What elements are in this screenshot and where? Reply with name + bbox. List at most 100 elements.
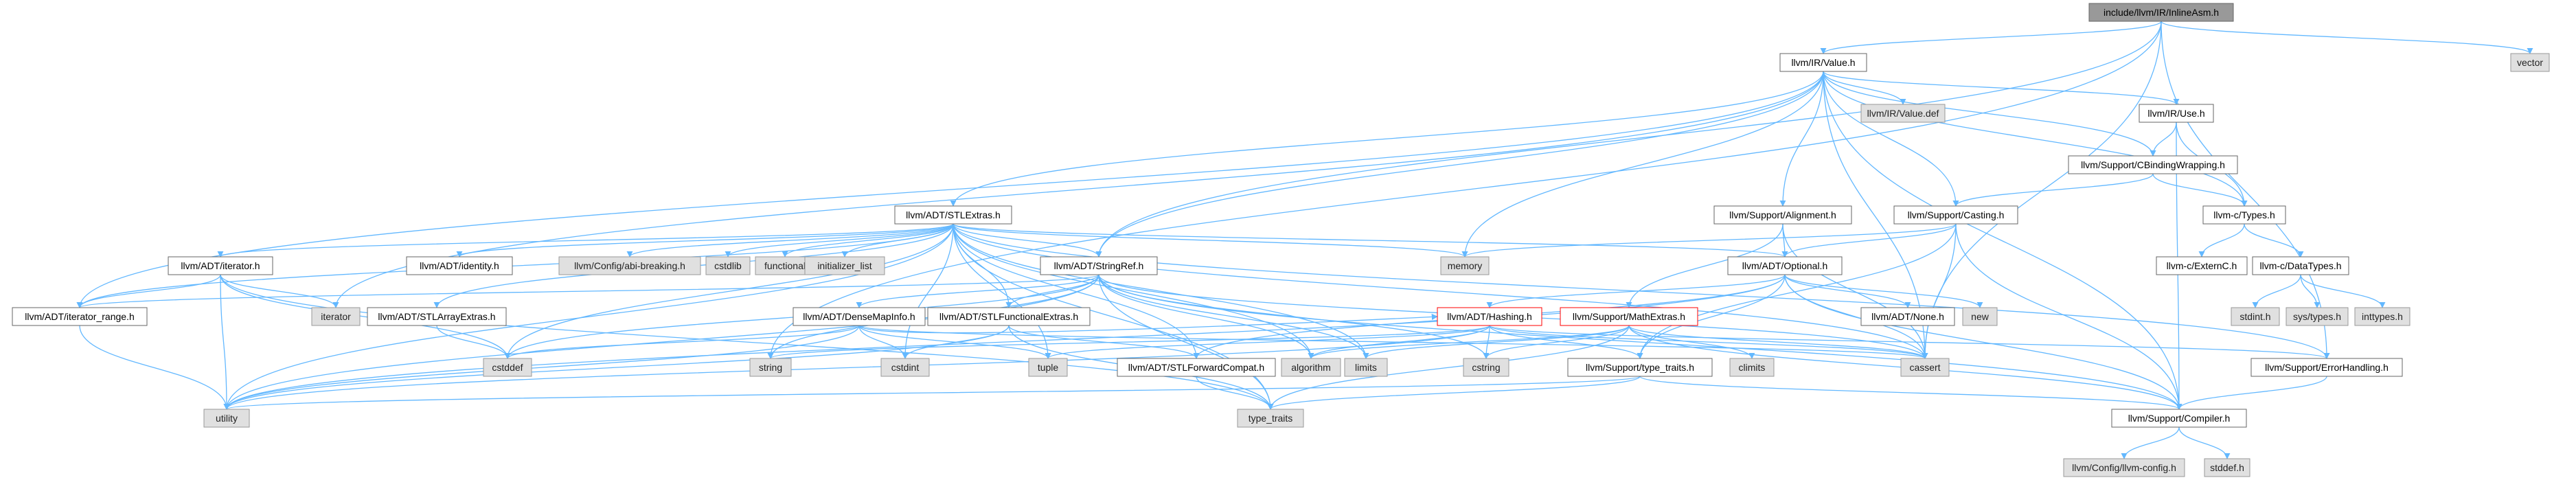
edge-type_traits_h-to-compiler [1639,376,2182,410]
node-inline-asm[interactable]: include/llvm/IR/InlineAsm.h [2088,3,2234,22]
edge-stringref-to-algorithm [1098,274,1314,359]
edge-adt_iterator-to-type_traits [220,274,1274,410]
edge-value-to-stringref [1095,71,1824,258]
node-label: llvm/Support/ErrorHandling.h [2265,362,2389,373]
node-box [880,358,930,377]
node-use[interactable]: llvm/IR/Use.h [2139,104,2214,123]
edge-datatypes-to-inttypes [2300,274,2386,308]
edge-cbinding-to-casting [1952,173,2154,207]
node-stringref[interactable]: llvm/ADT/StringRef.h [1040,256,1158,275]
edge-value-to-memory [1461,71,1824,258]
node-stlextras[interactable]: llvm/ADT/STLExtras.h [894,205,1012,225]
edge-datatypes-to-systypes [2300,274,2321,308]
edge-densemapinfo-to-tuple [858,325,1051,359]
edge-type_traits_h-to-type_traits [1267,376,1641,410]
node-box [894,205,1012,225]
node-systypes: sys/types.h [2286,307,2349,326]
edge-stlextras-to-stringref [953,223,1102,258]
node-box [203,409,250,428]
edge-densemapinfo-to-cassert [858,325,1928,359]
node-stlforward[interactable]: llvm/ADT/STLForwardCompat.h [1117,358,1276,377]
node-box [406,256,513,275]
node-box [1893,205,2018,225]
node-label: new [1971,311,1990,322]
node-stddef: stddef.h [2204,458,2250,477]
node-compiler[interactable]: llvm/Support/Compiler.h [2111,409,2247,428]
edge-mathextras-to-limits [1363,325,1630,359]
node-vector: vector [2510,53,2550,72]
edge-stlextras-to-adt_iterator [217,223,954,258]
node-label: llvm/ADT/STLArrayExtras.h [378,311,495,322]
node-ctypes[interactable]: llvm-c/Types.h [2202,205,2286,225]
node-iterator-range[interactable]: llvm/ADT/iterator_range.h [12,307,148,326]
edge-optional-to-utility [223,274,1786,410]
node-box [1727,256,1843,275]
edge-mathextras-to-climits [1628,325,1755,359]
node-optional[interactable]: llvm/ADT/Optional.h [1727,256,1843,275]
edge-compiler-to-llvm_config [2121,426,2180,459]
node-label: llvm/Config/abi-breaking.h [574,260,685,271]
node-label: llvm/IR/Value.def [1867,108,1939,119]
node-datatypes[interactable]: llvm-c/DataTypes.h [2252,256,2349,275]
edge-mathextras-to-cassert [1628,325,1928,359]
edge-inline_asm-to-value [1820,21,2162,54]
node-identity[interactable]: llvm/ADT/identity.h [406,256,513,275]
node-label: llvm/IR/Value.h [1791,57,1855,68]
node-box [1437,307,1542,326]
node-box [793,307,926,326]
node-adt-iterator[interactable]: llvm/ADT/iterator.h [168,256,273,275]
node-mathextras[interactable]: llvm/Support/MathExtras.h [1560,307,1698,326]
node-box [1281,358,1341,377]
node-label: tuple [1038,362,1059,373]
node-utility: utility [203,409,250,428]
edge-compiler-to-stddef [2178,426,2231,459]
node-cbinding[interactable]: llvm/Support/CBindingWrapping.h [2068,155,2238,174]
node-box [2354,307,2410,326]
node-stlarrayextras[interactable]: llvm/ADT/STLArrayExtras.h [367,307,507,326]
node-alignment[interactable]: llvm/Support/Alignment.h [1713,205,1852,225]
node-label: algorithm [1291,362,1331,373]
node-llvm-config: llvm/Config/llvm-config.h [2063,458,2185,477]
node-box [1567,358,1713,377]
edge-value-to-compiler [1823,71,2182,410]
node-adt-none[interactable]: llvm/ADT/None.h [1860,307,1955,326]
node-label: llvm/ADT/None.h [1871,311,1944,322]
node-hashing[interactable]: llvm/ADT/Hashing.h [1437,307,1542,326]
node-box [705,256,751,275]
node-label: include/llvm/IR/InlineAsm.h [2104,7,2219,18]
node-cstdlib: cstdlib [705,256,751,275]
edge-optional-to-compiler [1784,274,2182,410]
node-value-def: llvm/IR/Value.def [1860,104,1946,123]
edge-hashing-to-tuple [1045,325,1490,359]
edge-optional-to-hashing [1486,274,1786,308]
node-label: functional [764,260,806,271]
edge-inline_asm-to-vector [2161,21,2533,54]
edge-mathextras-to-algorithm [1308,325,1630,359]
node-algorithm: algorithm [1281,358,1341,377]
node-casting[interactable]: llvm/Support/Casting.h [1893,205,2018,225]
node-errorhandling[interactable]: llvm/Support/ErrorHandling.h [2250,358,2403,377]
edge-stringref-to-type_traits [1098,274,1274,410]
node-label: stddef.h [2210,462,2244,473]
node-label: llvm/Support/MathExtras.h [1573,311,1685,322]
node-box [927,307,1091,326]
edge-adt_iterator-to-utility [220,274,230,410]
edge-inline_asm-to-string [767,21,2162,359]
edge-casting-to-compiler [1955,223,2182,410]
node-box [2139,104,2214,123]
node-iterator: iterator [311,307,361,326]
node-type-traits-h[interactable]: llvm/Support/type_traits.h [1567,358,1713,377]
edge-hashing-to-type_traits_h [1489,325,1643,359]
node-externc[interactable]: llvm-c/ExternC.h [2156,256,2248,275]
node-value[interactable]: llvm/IR/Value.h [1779,53,1867,72]
node-label: limits [1355,362,1377,373]
node-densemapinfo[interactable]: llvm/ADT/DenseMapInfo.h [793,307,926,326]
node-type-traits: type_traits [1237,409,1304,428]
edge-value-to-iterator_range [76,71,1824,308]
node-box [1729,358,1775,377]
edge-value-to-value_def [1823,71,1906,105]
node-cstdint: cstdint [880,358,930,377]
edge-stlextras-to-identity [456,223,954,258]
node-stlfunctional[interactable]: llvm/ADT/STLFunctionalExtras.h [927,307,1091,326]
edge-cbinding-to-ctypes [2152,173,2248,207]
